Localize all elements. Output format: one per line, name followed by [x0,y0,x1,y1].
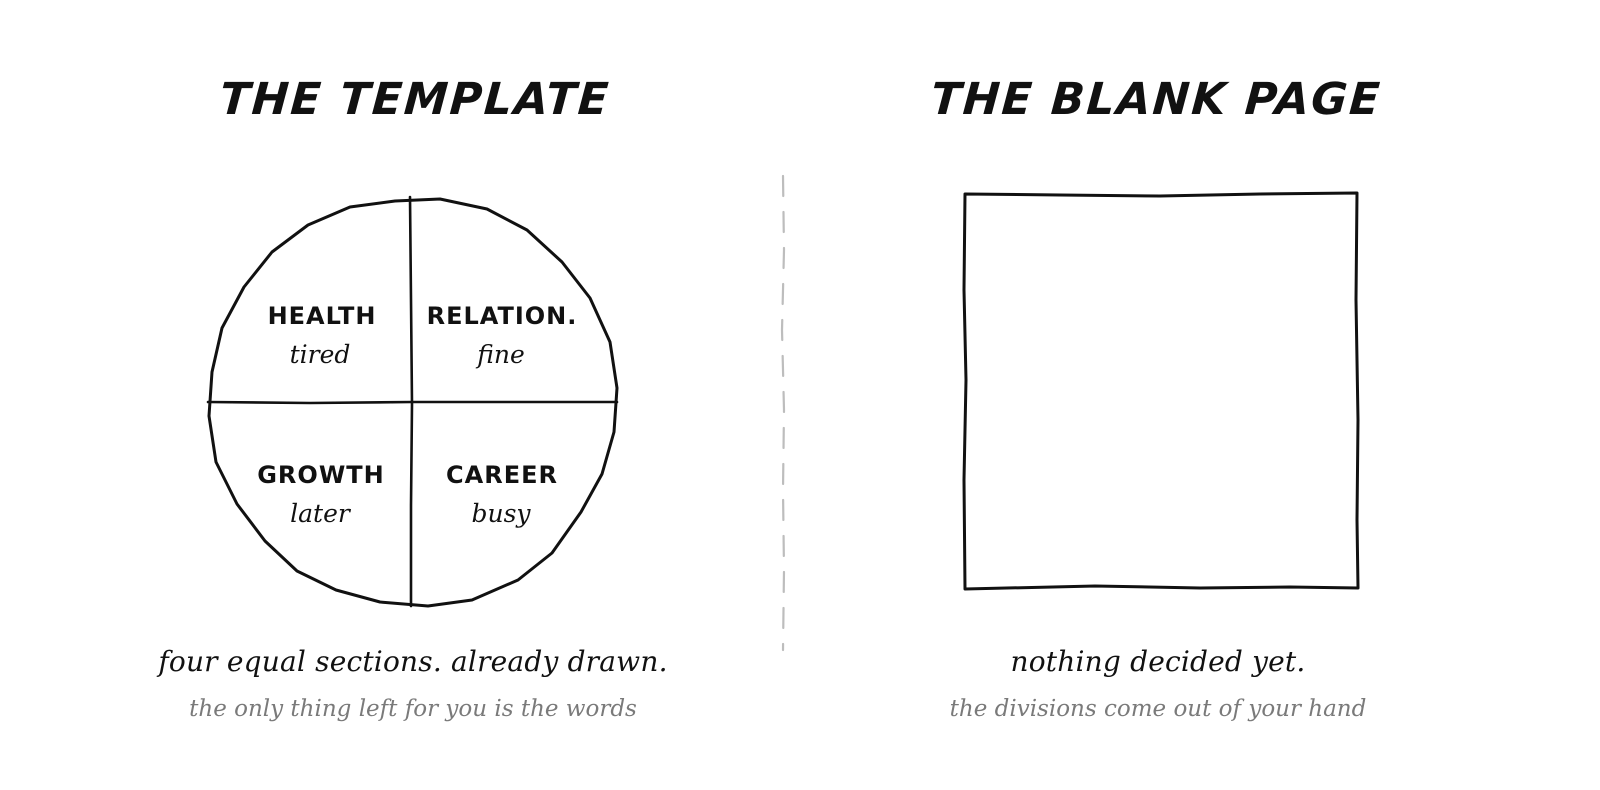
center-dashed-divider [780,174,786,652]
section-career-value: busy [471,499,531,528]
blank-caption: nothing decided yet. [1010,645,1306,678]
template-panel: THE TEMPLATE four equal sections. alread… [158,74,668,722]
section-growth-value: later [290,499,352,528]
section-career: CAREER busy [446,461,558,528]
section-growth-label: GROWTH [257,461,385,489]
section-growth: GROWTH later [257,461,385,528]
blank-square [962,191,1360,591]
template-caption: four equal sections. already drawn. [158,645,668,678]
blank-subcaption: the divisions come out of your hand [949,696,1367,722]
template-horizontal-divider [206,400,619,405]
template-vertical-divider [408,195,414,608]
section-health: HEALTH tired [268,302,377,369]
section-relation-label: RELATION. [427,302,578,330]
blank-panel: THE BLANK PAGE nothing decided yet. the … [800,0,1600,790]
section-health-label: HEALTH [268,302,377,330]
section-relation-value: fine [475,340,525,369]
section-career-label: CAREER [446,461,558,489]
section-relation: RELATION. fine [427,302,578,369]
template-subcaption: the only thing left for you is the words [189,696,637,722]
template-circle [207,197,619,608]
section-health-value: tired [290,340,351,369]
